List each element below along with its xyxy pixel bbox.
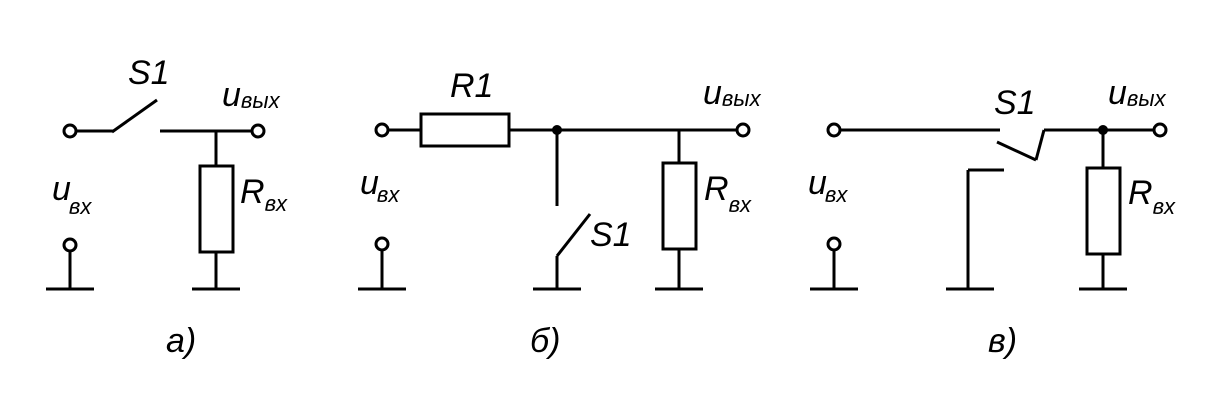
caption-b: б) bbox=[530, 322, 560, 360]
circuit-a: S1 uвых uвх Rвх а) bbox=[46, 54, 288, 360]
input-label: uвх bbox=[360, 164, 400, 207]
input-terminal-top bbox=[826, 122, 842, 138]
circuit-c: S1 uвых uвх Rвх в) bbox=[808, 74, 1176, 360]
switch-s1-blade bbox=[555, 213, 592, 257]
switch-label: S1 bbox=[128, 54, 170, 92]
switch-s1-return bbox=[1034, 129, 1046, 161]
caption-a: а) bbox=[166, 322, 196, 360]
caption-c: в) bbox=[988, 322, 1017, 360]
switch-s1-blade bbox=[111, 98, 158, 134]
output-terminal bbox=[1152, 122, 1168, 138]
resistor-rvx bbox=[1085, 166, 1122, 256]
input-terminal-top bbox=[374, 122, 390, 138]
resistor-rvx bbox=[661, 161, 698, 251]
output-label: uвых bbox=[1108, 74, 1167, 112]
circuit-b: R1 uвых uвх S1 Rвх б) bbox=[358, 67, 762, 360]
input-terminal-bottom bbox=[826, 236, 842, 252]
output-label: uвых bbox=[703, 74, 762, 112]
output-terminal bbox=[735, 122, 751, 138]
switch-s1-blade bbox=[996, 140, 1037, 162]
input-label: uвх bbox=[808, 164, 848, 207]
switch-label: S1 bbox=[994, 84, 1036, 122]
input-terminal-bottom bbox=[374, 236, 390, 252]
r1-label: R1 bbox=[450, 67, 493, 105]
resistor-label: Rвх bbox=[1128, 174, 1176, 219]
output-label: uвых bbox=[222, 76, 281, 114]
input-label: uвх bbox=[52, 170, 92, 219]
resistor-label: Rвх bbox=[704, 170, 752, 217]
input-terminal-bottom bbox=[62, 237, 78, 253]
output-terminal bbox=[250, 123, 266, 139]
resistor-r1 bbox=[419, 112, 511, 148]
input-terminal-top bbox=[62, 123, 78, 139]
resistor-rvx bbox=[198, 164, 235, 254]
switch-label: S1 bbox=[590, 216, 632, 254]
resistor-label: Rвх bbox=[240, 173, 288, 216]
